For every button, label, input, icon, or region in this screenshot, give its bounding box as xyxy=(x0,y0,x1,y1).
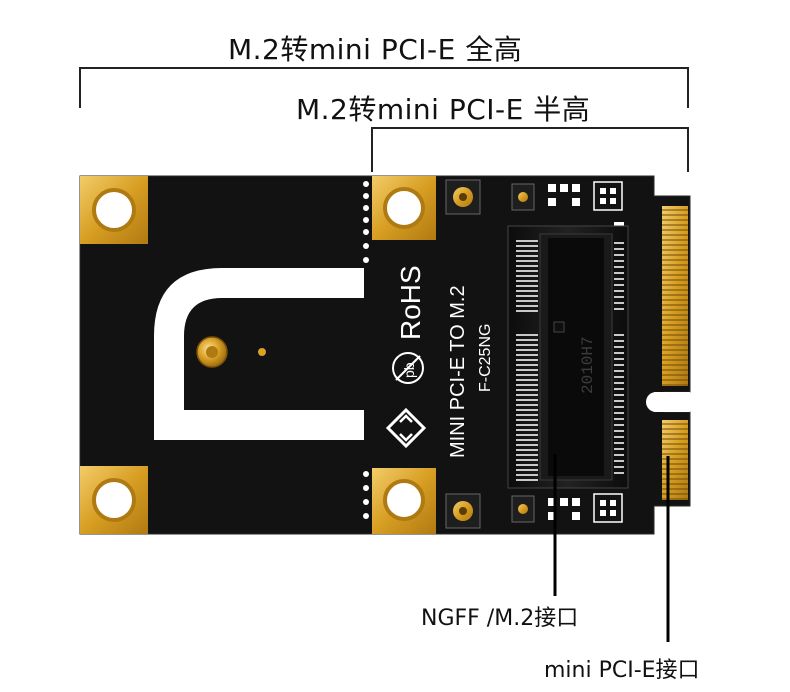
half-height-label: M.2转mini PCI-E 半高 xyxy=(296,93,591,126)
antenna-connector-bottom xyxy=(445,493,535,529)
mount-hole-top-left xyxy=(80,176,148,244)
pb-logo: pb xyxy=(392,352,424,384)
mount-hole-bottom-left xyxy=(80,466,148,534)
via-dots xyxy=(363,181,369,519)
half-height-bracket xyxy=(371,127,689,172)
brand-logo-icon xyxy=(385,407,427,449)
full-height-label: M.2转mini PCI-E 全高 xyxy=(228,33,523,66)
minipcie-edge-fingers-top xyxy=(662,206,688,386)
svg-text:pb: pb xyxy=(401,362,417,378)
mount-hole-top-mid xyxy=(372,176,436,240)
connector-marking: 2010H7 xyxy=(579,336,597,394)
m2-socket xyxy=(507,225,629,489)
center-standoff xyxy=(196,336,266,368)
ngff-port-label: NGFF /M.2接口 xyxy=(421,606,579,631)
silkscreen-main-text: MINI PCI-E TO M.2 xyxy=(447,285,469,458)
mount-hole-bottom-mid xyxy=(372,468,436,534)
antenna-connector-top xyxy=(445,179,535,215)
full-height-bracket xyxy=(79,67,689,108)
minipcie-port-label: mini PCI-E接口 xyxy=(544,658,700,683)
minipcie-edge-fingers-bottom xyxy=(662,420,688,500)
smd-pads-bottom xyxy=(548,493,623,523)
silkscreen-model-text: F-C25NG xyxy=(477,324,494,392)
u-shaped-cutout xyxy=(154,268,364,440)
rohs-mark: RoHS xyxy=(395,265,426,340)
